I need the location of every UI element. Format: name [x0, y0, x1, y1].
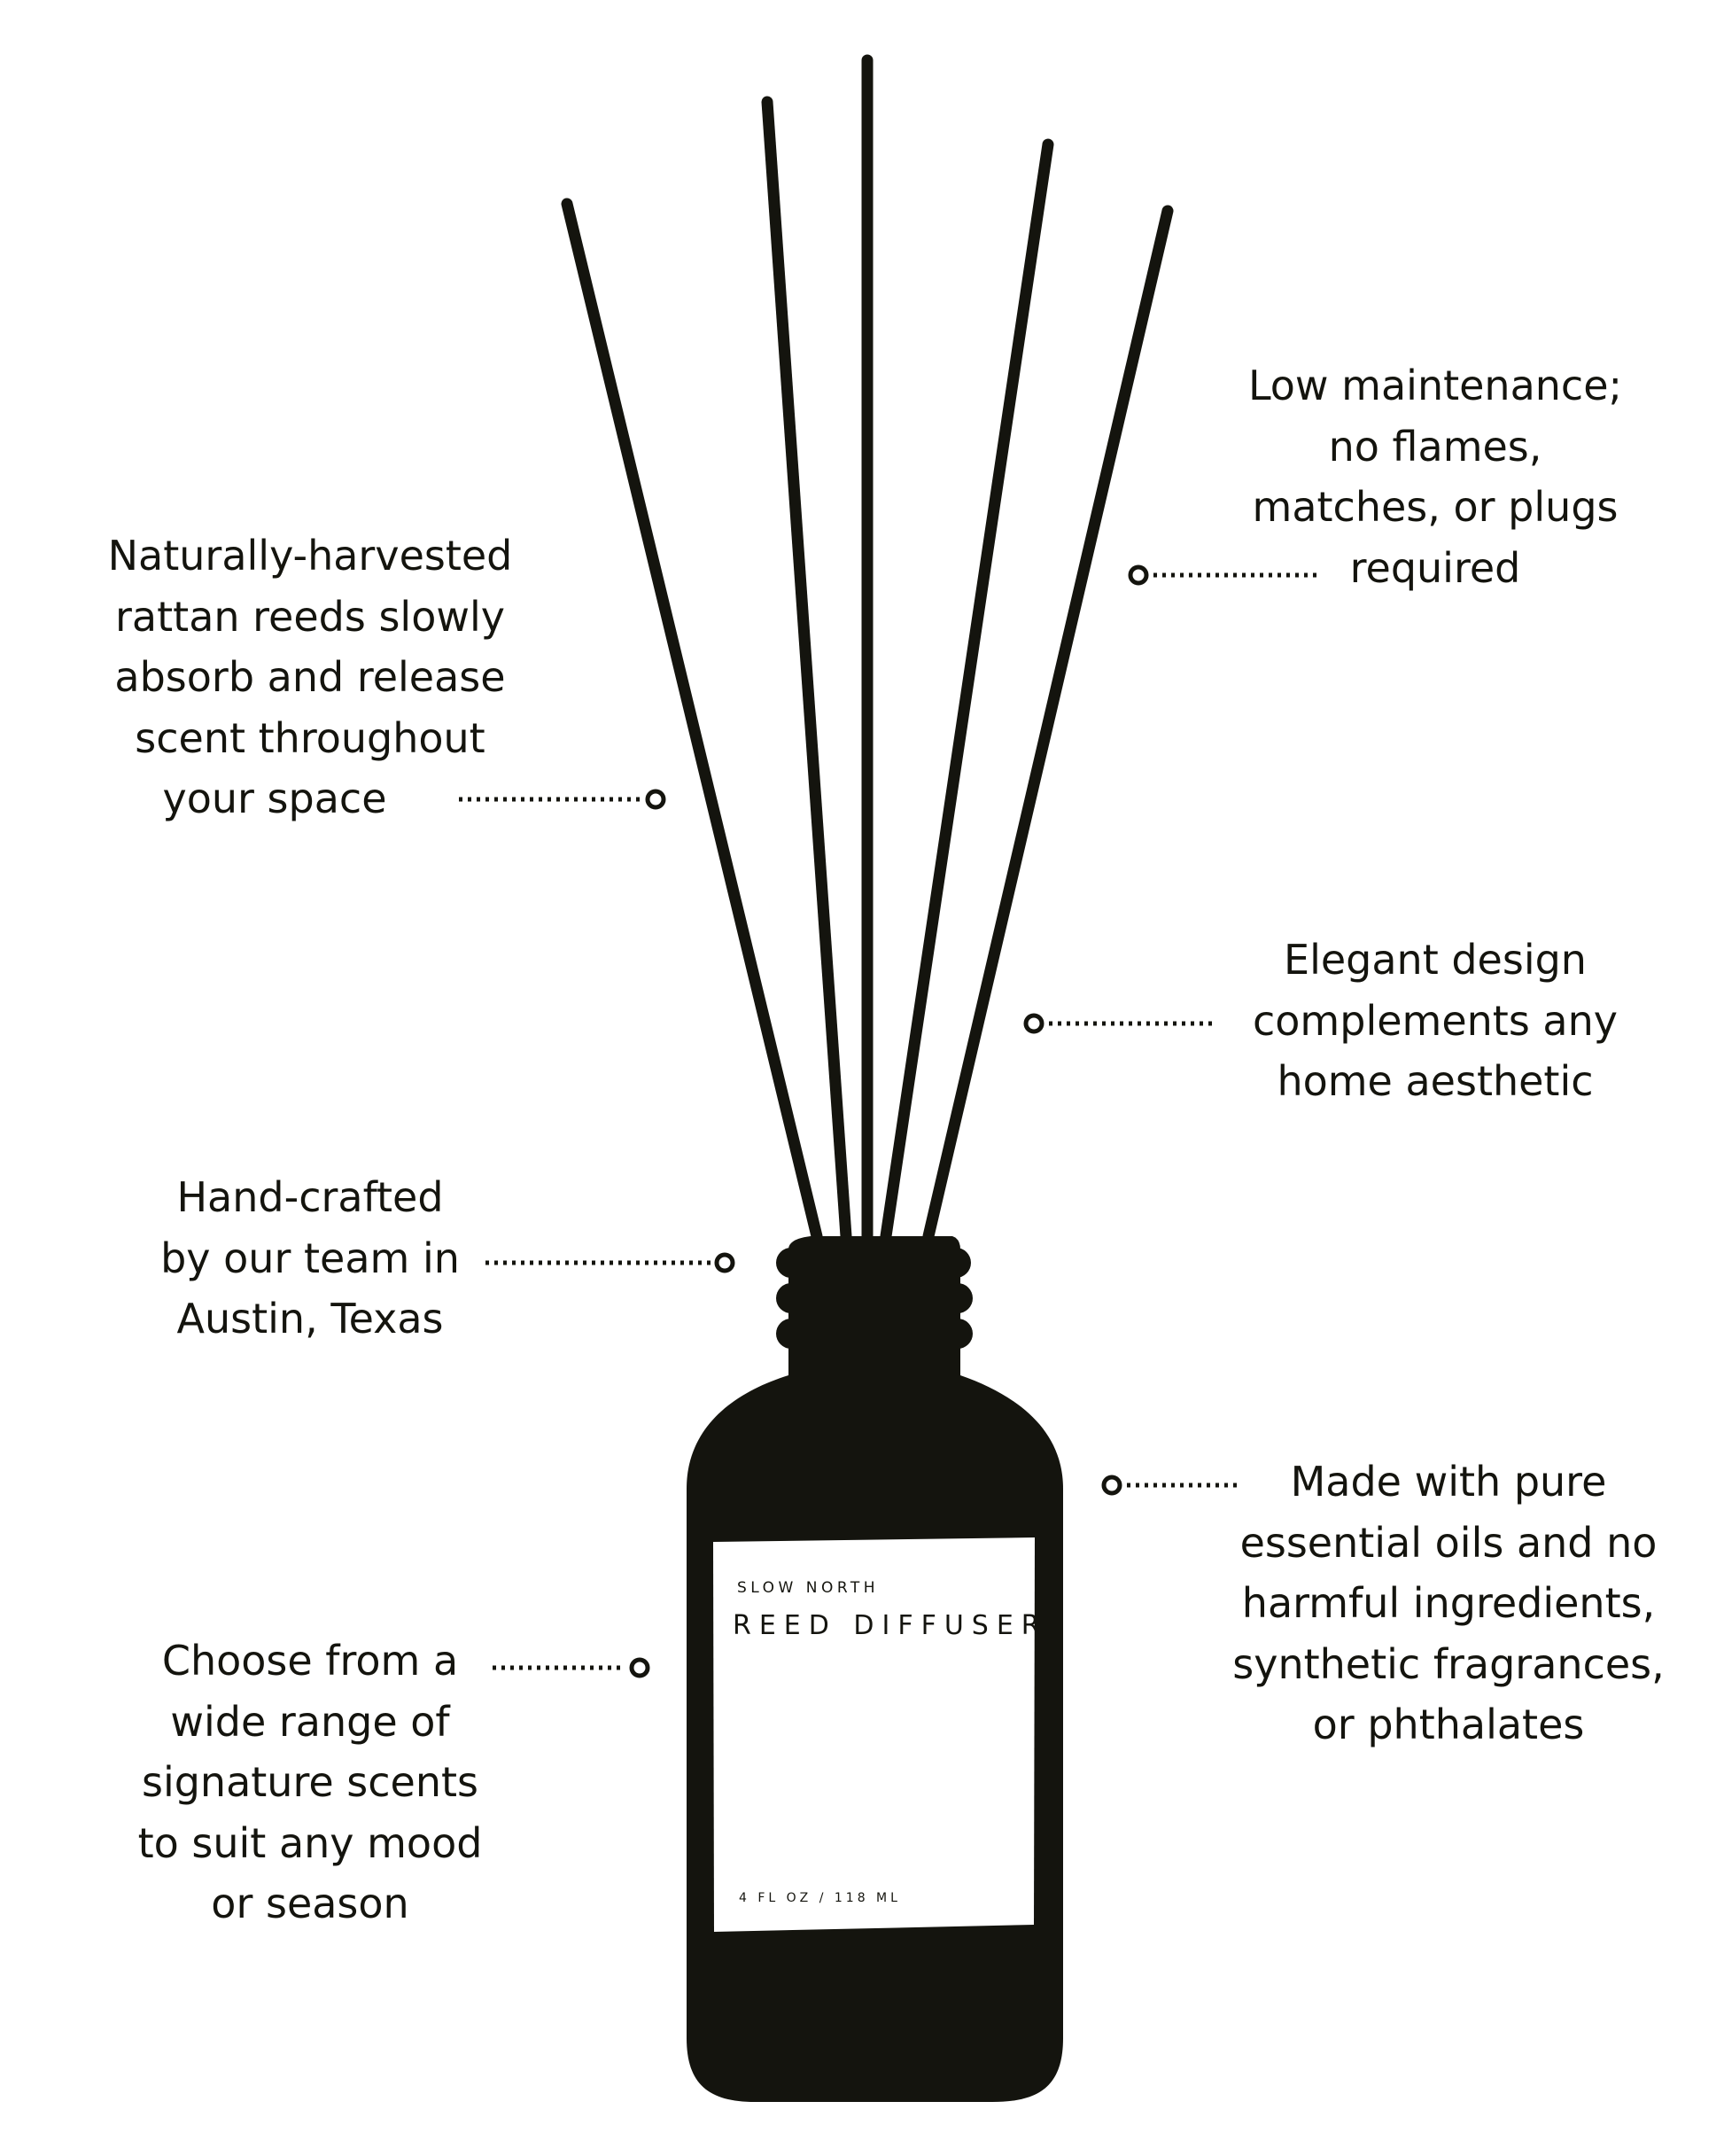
callout-line: wide range of: [170, 1697, 450, 1746]
connector-oils-node: [1101, 1475, 1122, 1496]
label-brand: SLOW NORTH: [737, 1579, 879, 1597]
callout-line: required: [1349, 543, 1521, 592]
connectors: [459, 564, 1316, 1678]
label-product-name: REED DIFFUSER: [733, 1610, 1048, 1641]
reed-5: [922, 205, 1174, 1242]
callout-elegant-design: Elegant design complements any home aest…: [1178, 930, 1692, 1112]
callout-line: rattan reeds slowly: [115, 592, 505, 641]
callout-hand-crafted: Hand-crafted by our team in Austin, Texa…: [53, 1167, 567, 1350]
callout-line: Hand-crafted: [176, 1173, 444, 1221]
callout-line: home aesthetic: [1277, 1057, 1594, 1105]
rattan-reeds: [561, 54, 1174, 1242]
callout-line: Naturally-harvested: [107, 532, 513, 580]
callout-line: no flames,: [1328, 422, 1542, 471]
connector-handcrafted-node: [714, 1252, 735, 1273]
reed-2: [761, 96, 852, 1242]
callout-line: Elegant design: [1284, 936, 1587, 984]
callout-line: to suit any mood: [137, 1818, 483, 1867]
callout-line: complements any: [1253, 996, 1618, 1045]
callout-line: absorb and release: [114, 653, 506, 701]
callout-signature-scents: Choose from a wide range of signature sc…: [53, 1631, 567, 1934]
connector-scents-node: [629, 1657, 650, 1678]
callout-line: scent throughout: [135, 713, 485, 762]
callout-line: essential oils and no: [1239, 1518, 1658, 1567]
callout-line: Made with pure: [1290, 1458, 1607, 1506]
callout-line: signature scents: [141, 1758, 479, 1806]
callout-line: Austin, Texas: [176, 1295, 444, 1343]
callout-line: Low maintenance;: [1247, 362, 1623, 409]
callout-natural-rattan-reeds: Naturally-harvested rattan reeds slowly …: [53, 525, 567, 829]
bottle-label: SLOW NORTH REED DIFFUSER 4 FL OZ / 118 M…: [713, 1537, 1048, 1932]
connector-design-node: [1023, 1013, 1044, 1034]
label-paper: [713, 1537, 1035, 1932]
callout-line: your space: [162, 774, 387, 822]
callout-line: Choose from a: [161, 1637, 459, 1685]
reed-1: [561, 198, 823, 1242]
callout-line: or season: [211, 1880, 409, 1927]
connector-maintenance-node: [1128, 564, 1149, 586]
callout-line: synthetic fragrances,: [1232, 1639, 1665, 1688]
bottle-neck: [788, 1236, 960, 1382]
callout-line: or phthalates: [1312, 1701, 1585, 1748]
callout-line: matches, or plugs: [1252, 483, 1619, 531]
connector-reeds-node: [645, 789, 666, 810]
callout-low-maintenance: Low maintenance; no flames, matches, or …: [1178, 355, 1692, 598]
callout-line: by our team in: [160, 1234, 460, 1282]
callout-line: harmful ingredients,: [1241, 1579, 1656, 1627]
label-volume: 4 FL OZ / 118 ML: [739, 1891, 901, 1905]
callout-pure-essential-oils: Made with pure essential oils and no har…: [1178, 1452, 1719, 1755]
reed-4: [880, 138, 1054, 1242]
